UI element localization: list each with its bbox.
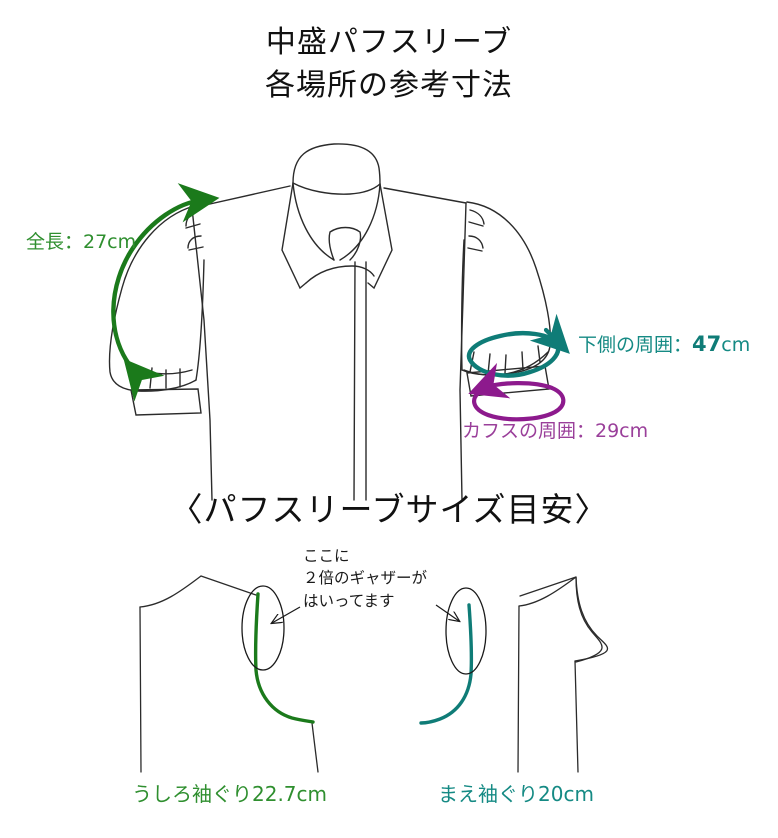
cuff-circumference-ellipse	[468, 362, 566, 422]
back-bodice-pattern	[139, 575, 319, 773]
back-gather-ellipse-marker	[241, 585, 285, 671]
front-gather-ellipse-marker	[445, 587, 487, 675]
lower-circ-value: 47	[692, 332, 722, 356]
shirt-collar	[281, 143, 393, 290]
label-cuff-circumference: カフスの周囲：29cm	[462, 420, 649, 442]
front-bodice-pattern	[517, 576, 609, 773]
gather-note-leader-lines	[272, 604, 459, 623]
title-line-2: 各場所の参考寸法	[265, 67, 513, 103]
label-back-armhole: うしろ袖ぐり22.7cm	[132, 782, 328, 806]
total-length-measure-arc	[111, 183, 220, 402]
label-lower-circumference: 下側の周囲：47cm	[578, 331, 750, 358]
shirt-body	[191, 185, 467, 501]
gather-note-line-2: ２倍のギャザーが	[303, 569, 428, 588]
gather-note-line-1: ここに	[303, 547, 350, 565]
gather-note-line-3: はいってます	[303, 591, 395, 610]
label-total-length: 全長：27cm	[26, 231, 137, 253]
label-front-armhole: まえ袖ぐり20cm	[438, 782, 594, 806]
title-line-1: 中盛パフスリーブ	[265, 25, 513, 60]
lower-circ-prefix: 下側の周囲：	[578, 334, 693, 356]
front-armhole-curve	[419, 603, 474, 725]
lower-circ-unit: cm	[721, 334, 751, 356]
section-heading-size-guide: 〈パフスリーブサイズ目安〉	[169, 490, 609, 529]
back-armhole-curve	[253, 592, 315, 724]
gather-note: ここに ２倍のギャザーが はいってます	[303, 545, 427, 612]
page-title: 中盛パフスリーブ 各場所の参考寸法	[0, 22, 778, 107]
